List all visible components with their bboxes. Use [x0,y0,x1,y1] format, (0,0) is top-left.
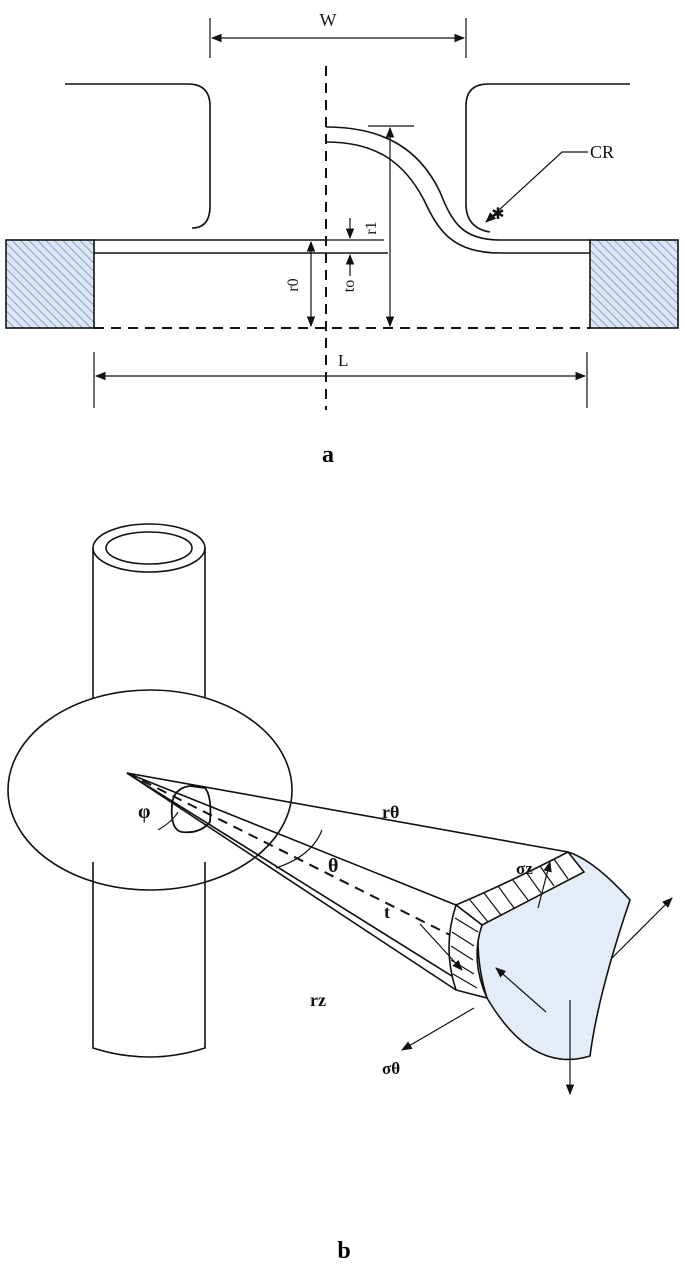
cone-line-upper [126,772,457,906]
bulge-torus [7,689,293,891]
normal-arrow-right [611,897,673,959]
theta-angle-arc [275,829,323,869]
phi-angle-arc [157,811,179,831]
r-theta-label: rθ [382,802,399,822]
t-label: t [384,902,390,922]
cr-leader [485,151,588,223]
panel-b-diagram: σz t σθ φ θ rθ rz b [7,523,673,1264]
sigma-theta-label: σθ [382,1059,400,1078]
shell-thickness-top-hatch [469,858,569,923]
theta-label: θ [328,855,338,877]
phi-label: φ [138,801,150,823]
r1-label: r1 [363,221,380,234]
r-z-label: rz [310,990,326,1010]
t-arrow-outer [419,923,463,971]
upper-die-left [65,83,211,229]
panel-a-caption: a [322,442,334,468]
clamp-block-right [589,239,679,329]
upper-tube-body [92,548,206,720]
sigma-theta-arrow [401,1007,475,1051]
shell-thickness-top [454,850,586,926]
cr-label: CR [590,142,614,162]
sigma-z-arrow [537,860,552,909]
t0-label: to [341,280,358,292]
l-label: L [338,351,348,370]
clamp-block-left [5,239,95,329]
panel-a-diagram: W r1 r0 to ✱ CR [5,10,679,468]
branch-outer-wall [325,126,590,241]
cr-cross-icon: ✱ [491,204,504,223]
r0-label: r0 [285,278,302,291]
cone-line-rz-inner [126,772,488,999]
t-arrow-inner [495,967,547,1013]
panel-b-caption: b [337,1238,350,1264]
sigma-z-label: σz [516,859,533,878]
branch-inner-wall [325,141,590,254]
upper-die-right [465,83,630,233]
cone-line-rz-outer [126,772,457,991]
shell-thickness-left [448,903,489,1000]
upper-tube-outer-rim [92,523,206,573]
lower-tube-body [92,862,206,1058]
cone-line-r-theta [126,772,569,853]
upper-tube-inner-rim [105,531,193,565]
w-label: W [320,10,337,30]
